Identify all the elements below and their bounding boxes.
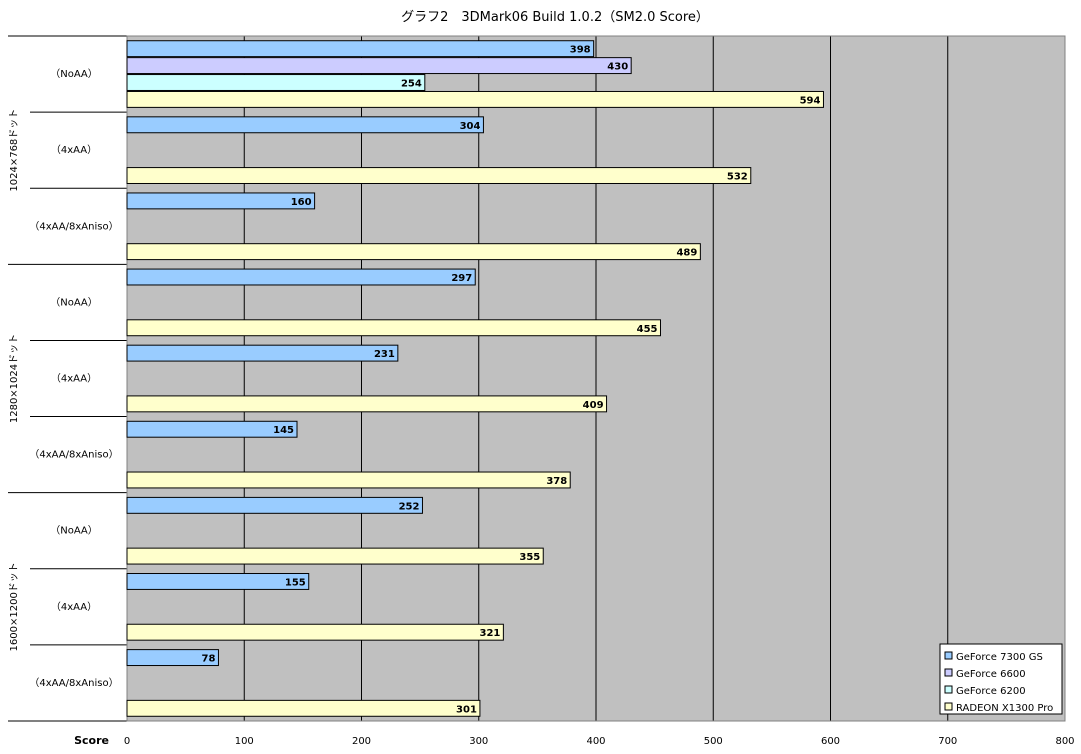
- bar: [126, 344, 399, 362]
- legend-label: GeForce 6600: [956, 669, 1026, 680]
- legend-label: GeForce 6200: [956, 686, 1026, 697]
- category-label: （4xAA）: [51, 601, 97, 613]
- bar: [126, 649, 219, 667]
- category-label: （NoAA）: [50, 525, 98, 537]
- x-tick-label: 300: [469, 736, 488, 747]
- x-tick-label: 200: [352, 736, 371, 747]
- data-label: 145: [273, 425, 294, 436]
- x-tick-label: 100: [235, 736, 254, 747]
- category-label: （4xAA/8xAniso）: [29, 677, 118, 689]
- data-label: 430: [607, 62, 628, 73]
- legend-label: RADEON X1300 Pro: [956, 703, 1053, 714]
- data-label: 489: [676, 248, 697, 259]
- bar: [126, 319, 661, 337]
- category-label: （4xAA）: [51, 144, 97, 156]
- data-label: 409: [583, 400, 604, 411]
- category-label: （4xAA/8xAniso）: [29, 449, 118, 461]
- chart-title: グラフ2 3DMark06 Build 1.0.2（SM2.0 Score）: [401, 10, 709, 25]
- x-tick-label: 0: [124, 736, 130, 747]
- data-label: 297: [451, 273, 472, 284]
- legend-label: GeForce 7300 GS: [956, 652, 1043, 663]
- x-axis-ticks: 0 100 200 300 400 500 600 700 800: [124, 736, 1075, 747]
- data-label: 355: [519, 552, 540, 563]
- bar: [126, 573, 310, 590]
- data-label: 532: [727, 172, 748, 183]
- data-label: 231: [374, 349, 395, 360]
- data-label: 455: [637, 324, 658, 335]
- bar: [126, 40, 595, 58]
- legend-box: [939, 643, 1063, 715]
- data-label: 301: [456, 704, 477, 715]
- bar: [126, 74, 426, 91]
- bar: [126, 116, 484, 134]
- data-label: 78: [202, 654, 216, 665]
- x-tick-label: 400: [586, 736, 605, 747]
- category-label: （4xAA）: [51, 373, 97, 385]
- x-tick-label: 700: [938, 736, 957, 747]
- legend-swatch: [944, 668, 953, 677]
- bar: [126, 395, 608, 413]
- grid-lines: [243, 36, 949, 721]
- group-label: 1600×1200ドット: [9, 562, 20, 651]
- bar: [126, 268, 476, 286]
- legend-swatch: [944, 702, 953, 711]
- data-label: 160: [291, 197, 312, 208]
- x-tick-label: 800: [1055, 736, 1074, 747]
- category-axis: 1024×768ドット （NoAA） （4xAA） （4xAA/8xAniso） 128…: [8, 35, 1066, 722]
- x-axis-label: Score: [74, 734, 109, 747]
- bar: [126, 167, 752, 184]
- group-label: 1280×1024ドット: [9, 334, 20, 423]
- data-label: 321: [479, 628, 500, 639]
- category-label: （4xAA/8xAniso）: [29, 220, 118, 232]
- data-label: 254: [401, 79, 422, 90]
- data-label: 155: [285, 577, 306, 588]
- bar: [126, 192, 316, 210]
- bar: [126, 243, 701, 261]
- plot-border: [126, 35, 1066, 722]
- bar: [126, 90, 824, 108]
- legend-swatch: [944, 651, 953, 660]
- bar: [126, 496, 423, 514]
- legend-swatch: [944, 685, 953, 694]
- bars: 398 430 254 594 304 532 160 489 297 455 231 409 145 3…: [126, 40, 824, 717]
- group-label: 1024×768ドット: [9, 109, 20, 192]
- data-label: 378: [546, 476, 567, 487]
- data-label: 398: [570, 45, 591, 56]
- bar: [126, 547, 544, 565]
- x-tick-label: 600: [821, 736, 840, 747]
- bar: [126, 57, 632, 75]
- data-label: 594: [800, 95, 821, 106]
- data-label: 304: [460, 121, 481, 132]
- bar: [126, 699, 481, 717]
- data-label: 252: [399, 501, 420, 512]
- bar: [126, 471, 571, 489]
- bar: [126, 420, 298, 438]
- bar: [126, 623, 504, 641]
- category-label: （NoAA）: [50, 296, 98, 308]
- category-label: （NoAA）: [50, 68, 98, 80]
- x-tick-label: 500: [704, 736, 723, 747]
